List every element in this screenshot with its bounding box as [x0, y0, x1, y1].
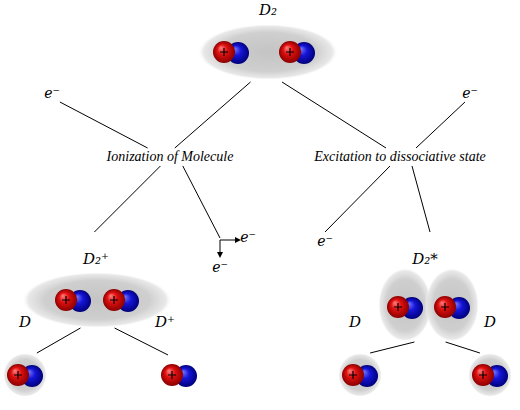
- electron-cloud: [338, 353, 382, 397]
- electron-label: e⁻: [40, 84, 64, 102]
- deuterium-atom: [7, 364, 43, 387]
- reaction-line: [446, 342, 480, 353]
- species-label: D: [335, 313, 375, 331]
- electron-cloud: [198, 24, 338, 80]
- ion-node: D₂⁺: [20, 232, 175, 328]
- electron-node: e⁻: [313, 232, 337, 250]
- reaction-line: [183, 166, 220, 238]
- atom-node: D: [338, 353, 382, 397]
- node-outline: [3, 353, 47, 397]
- atom-node: D: [3, 353, 47, 397]
- electron-cloud: [425, 268, 479, 342]
- deuterium-atom: [434, 296, 470, 319]
- electron-cloud: [22, 272, 172, 328]
- electron-cloud: [378, 268, 432, 342]
- molecule-node: D₂: [195, 0, 345, 82]
- reaction-line: [60, 102, 148, 148]
- reaction-line: [325, 166, 390, 232]
- reaction-line: [94, 166, 160, 232]
- electron-label: e⁻: [313, 232, 337, 250]
- reaction-line: [416, 102, 465, 148]
- reaction-line: [282, 82, 386, 148]
- deuterium-atom: [279, 41, 315, 64]
- node-outline: [468, 353, 512, 397]
- electron-cloud: [468, 353, 512, 397]
- deuterium-atom: [342, 364, 378, 387]
- electron-pair-node: e⁻e⁻: [212, 238, 252, 268]
- reaction-line: [175, 82, 251, 148]
- atom-node: D: [468, 353, 512, 397]
- species-label: D⁺: [150, 313, 180, 331]
- process-node: Ionization of Molecule: [90, 148, 250, 166]
- electron-cloud: [3, 353, 47, 397]
- reaction-line: [412, 166, 430, 232]
- reaction-line: [370, 342, 414, 353]
- deuterium-atom: [103, 289, 139, 312]
- deuterium-atom: [472, 364, 508, 387]
- nucleus-node: D⁺: [158, 355, 198, 395]
- process-label: Excitation to dissociative state: [300, 148, 500, 166]
- species-label: D₂⁺: [76, 250, 116, 268]
- electron-direction-arrows: [217, 237, 241, 258]
- species-label: D₂*: [405, 250, 445, 268]
- excited-molecule-node: D₂*: [370, 232, 490, 342]
- electron-label: e⁻: [458, 84, 482, 102]
- species-label: D: [5, 313, 45, 331]
- node-outline: [20, 232, 175, 328]
- electron-label: e⁻: [236, 228, 260, 246]
- electron-label: e⁻: [208, 258, 232, 276]
- electron-node: e⁻: [458, 84, 482, 102]
- process-node: Excitation to dissociative state: [300, 148, 500, 166]
- deuterium-atom: [387, 296, 423, 319]
- deuteron-nucleus: [161, 364, 197, 387]
- reaction-line: [37, 328, 81, 353]
- species-label: D₂: [248, 1, 288, 19]
- species-label: D: [470, 313, 510, 331]
- deuterium-atom: [55, 289, 91, 312]
- deuterium-atom: [213, 41, 249, 64]
- process-label: Ionization of Molecule: [90, 148, 250, 166]
- reaction-line: [115, 328, 168, 355]
- node-outline: [338, 353, 382, 397]
- electron-node: e⁻: [40, 84, 64, 102]
- node-outline: [370, 232, 490, 342]
